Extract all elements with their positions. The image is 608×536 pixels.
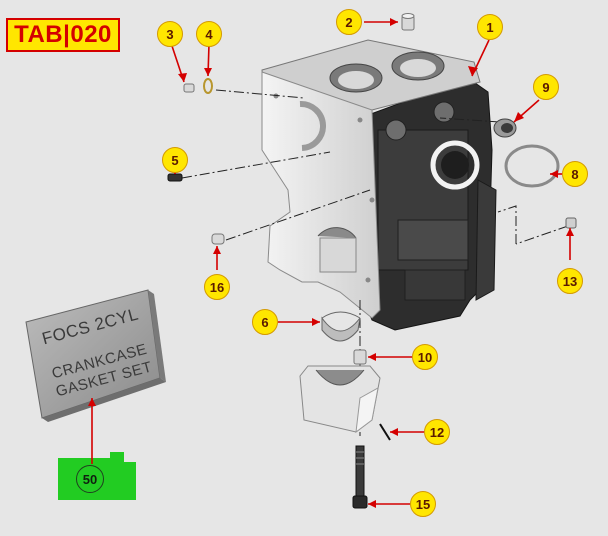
- plug-part-13: [565, 217, 577, 229]
- main-bearing-cap: [299, 365, 381, 434]
- dowel-part-10: [353, 349, 367, 365]
- side-plate: [261, 71, 381, 319]
- pin-part-12: [379, 423, 391, 441]
- callout-10: 10: [412, 344, 438, 370]
- tab-label-box: TAB|020: [6, 18, 120, 52]
- callout-13: 13: [557, 268, 583, 294]
- kit-number-50: 50: [76, 465, 104, 493]
- crankcase-block: [261, 39, 497, 331]
- leader-arrowheads: [88, 18, 574, 508]
- callout-1: 1: [477, 14, 503, 40]
- gasket-ring-part-8: [504, 144, 560, 188]
- long-bolt-part-15: [352, 445, 368, 509]
- callout-15: 15: [410, 491, 436, 517]
- callout-3: 3: [157, 21, 183, 47]
- callout-6: 6: [252, 309, 278, 335]
- callout-5: 5: [162, 147, 188, 173]
- tab-label: TAB|020: [14, 21, 112, 48]
- callout-12: 12: [424, 419, 450, 445]
- bolt-part-3: [183, 83, 195, 93]
- callout-9: 9: [533, 74, 559, 100]
- gasket-kit-plate: [25, 289, 166, 422]
- callout-2: 2: [336, 9, 362, 35]
- o-ring-part-4: [203, 78, 213, 94]
- plug-part-16: [211, 233, 225, 245]
- seal-part-9: [493, 118, 517, 138]
- dowel-pin-part-2: [401, 13, 415, 31]
- callout-16: 16: [204, 274, 230, 300]
- pin-part-5: [167, 173, 183, 182]
- bearing-shell-part-6: [321, 311, 361, 342]
- callout-8: 8: [562, 161, 588, 187]
- callout-4: 4: [196, 21, 222, 47]
- leader-lines: [91, 21, 571, 505]
